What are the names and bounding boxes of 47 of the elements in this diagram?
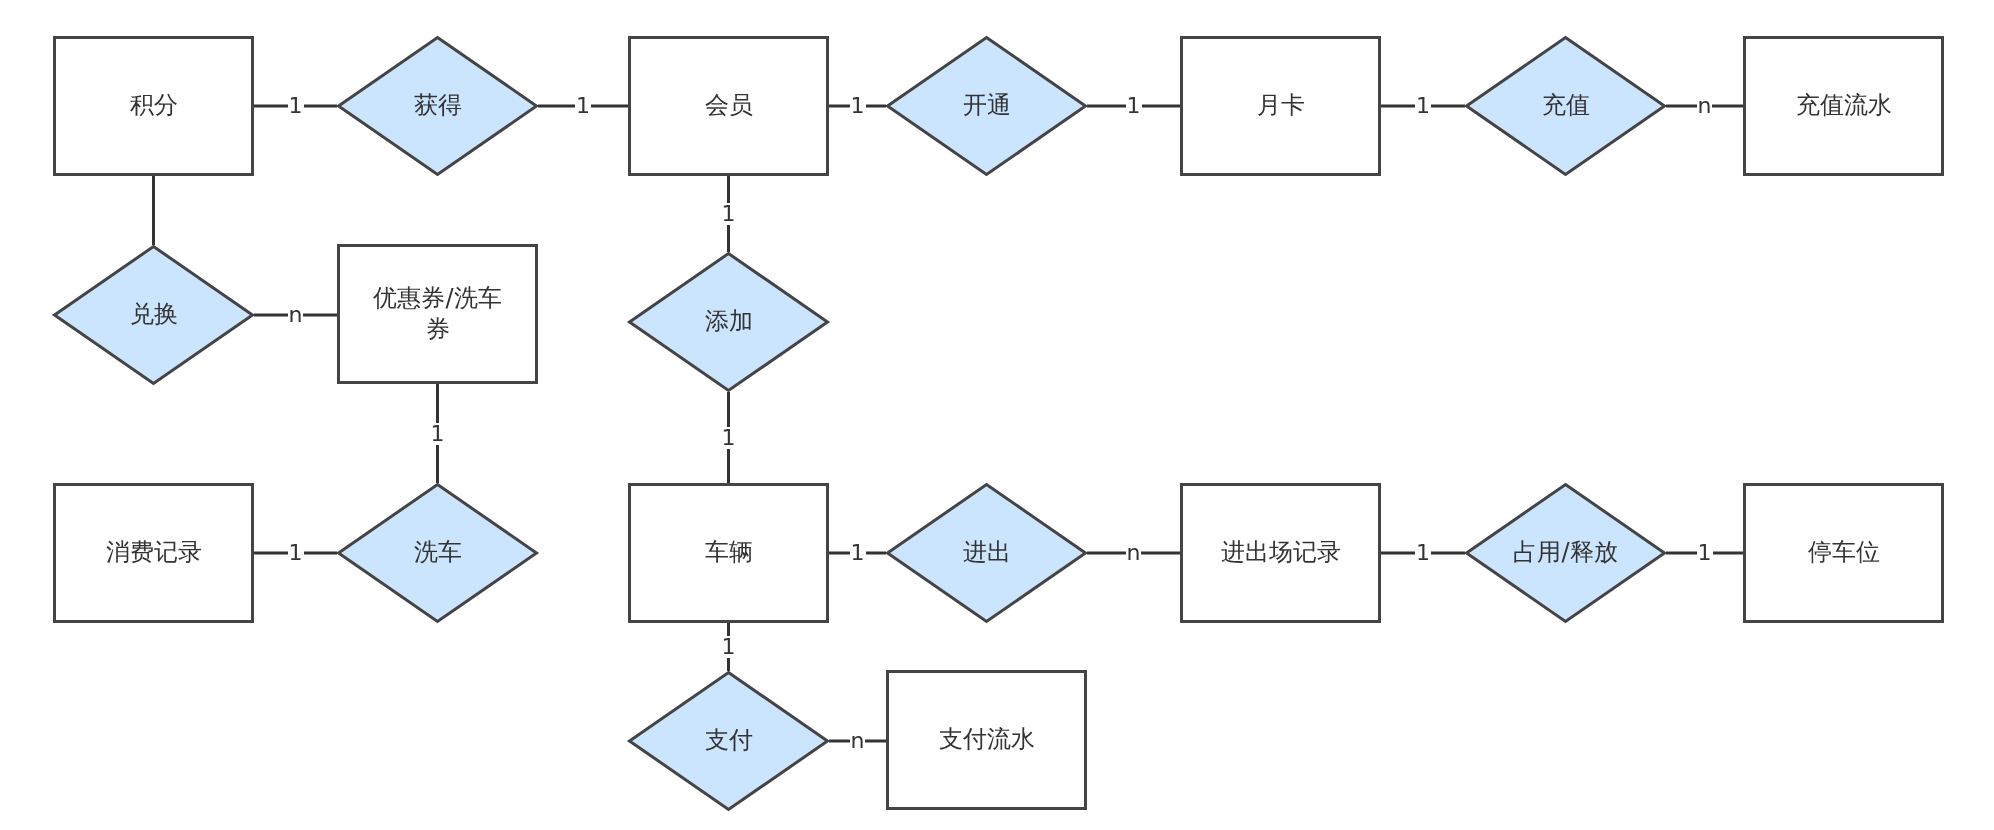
connector-line (1381, 551, 1465, 555)
relationship-name: 洗车 (413, 537, 462, 569)
relationship-name: 兑换 (129, 299, 178, 331)
connector-line (1087, 551, 1180, 555)
connector-line (829, 739, 886, 743)
entity-box (1180, 36, 1381, 176)
entity-box (337, 244, 538, 384)
entity-box (53, 36, 254, 176)
connector-line (1087, 104, 1180, 108)
entity-box (628, 36, 829, 176)
relationship-name: 获得 (413, 90, 462, 122)
cardinality-label: 1 (720, 426, 737, 449)
entity-box (628, 483, 829, 623)
entity-name: 车辆 (704, 537, 753, 569)
entity-box (1743, 483, 1944, 623)
cardinality-label: 1 (720, 203, 737, 225)
connector-line (1666, 104, 1743, 108)
connector-line (829, 551, 886, 555)
entity-box (1743, 36, 1944, 176)
entity-name: 支付流水 (938, 724, 1035, 756)
connector-line (829, 104, 886, 108)
connector-line (254, 551, 337, 555)
entity-name: 充值流水 (1795, 90, 1892, 122)
cardinality-label: 1 (429, 422, 446, 445)
cardinality-label: 1 (720, 636, 737, 658)
connector-line (152, 176, 155, 245)
connector-line (1666, 551, 1743, 555)
entity-name: 进出场记录 (1220, 537, 1341, 569)
relationship-name: 进出 (962, 537, 1011, 569)
entity-name: 停车位 (1807, 537, 1880, 569)
relationship-name: 开通 (962, 90, 1011, 122)
entity-name: 会员 (704, 90, 753, 122)
entity-name: 优惠券/洗车券 (372, 282, 503, 345)
entity-box (53, 483, 254, 623)
entity-name: 月卡 (1256, 90, 1305, 122)
connector-line (538, 104, 628, 108)
connector-line (254, 104, 337, 108)
relationship-name: 充值 (1541, 90, 1590, 122)
entity-box (886, 670, 1087, 810)
entity-name: 积分 (129, 90, 178, 122)
relationship-name: 占用/释放 (1513, 537, 1618, 569)
relationship-name: 支付 (704, 725, 753, 757)
connector-line (1381, 104, 1465, 108)
connector-line (254, 313, 337, 317)
entity-name: 消费记录 (105, 537, 202, 569)
entity-box (1180, 483, 1381, 623)
relationship-name: 添加 (704, 306, 753, 338)
